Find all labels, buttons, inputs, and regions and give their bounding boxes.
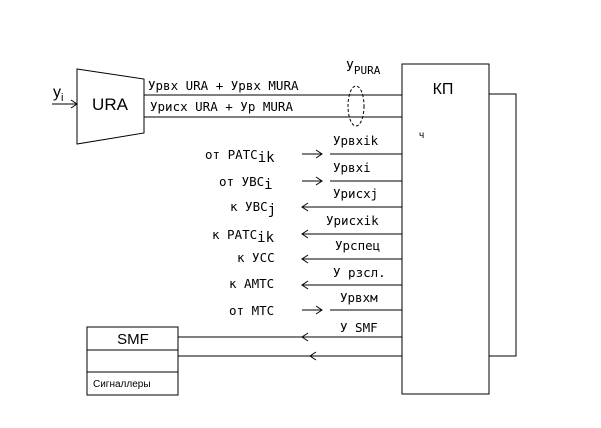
smf-link-top-arrowhead <box>301 332 309 342</box>
kp-block <box>401 63 490 395</box>
signal-row-0: от РАТСik Урвхik <box>205 133 402 166</box>
signal-arrowhead-in <box>315 149 323 159</box>
signal-source: к УВСj <box>230 199 276 218</box>
kp-loop-line <box>489 93 517 357</box>
signal-row-5: к АМТС У рзсл. <box>229 265 402 291</box>
signal-name: У рзсл. <box>333 265 386 280</box>
smf-title: SMF <box>117 331 149 348</box>
signal-arrowhead-out <box>301 254 309 264</box>
signal-row-7: У SMF <box>340 320 378 335</box>
signal-arrowhead-out <box>301 280 309 290</box>
smf-caption: Сигналлеры <box>93 379 151 390</box>
signal-row-2: к УВСj Урисхj <box>230 186 402 218</box>
signal-arrowhead-in <box>315 305 323 315</box>
signal-row-1: от УВСi Урвхi <box>219 160 402 193</box>
bus-top-label: Урвх URA + Урвх MURA <box>148 78 299 93</box>
ypura-label: УPURA <box>346 60 381 77</box>
signal-source: к УСС <box>237 250 275 265</box>
signal-row-3: к РАТСik Урисхik <box>212 213 402 246</box>
input-label: yi <box>53 84 63 104</box>
signal-name: У SMF <box>340 320 378 335</box>
signal-source: от РАТСik <box>205 147 275 166</box>
signal-source: от МТС <box>229 303 274 318</box>
ura-block <box>76 68 145 145</box>
bus-bottom-label: Урисх URA + Ур MURA <box>150 99 293 114</box>
signal-arrowhead-out <box>301 229 309 239</box>
ura-label: URA <box>92 95 129 114</box>
signal-source: к РАТСik <box>212 227 275 246</box>
smf-block <box>86 326 179 396</box>
signal-arrowhead-out <box>301 202 309 212</box>
signal-row-6: от МТС Урвхм <box>229 290 402 318</box>
pura-ellipse <box>347 85 365 127</box>
signal-name: Урисхik <box>326 213 379 228</box>
signal-name: Урспец <box>335 238 380 253</box>
kp-mark: ч <box>419 130 424 141</box>
smf-link-bottom-arrowhead <box>309 351 317 361</box>
signal-row-4: к УСС Урспец <box>237 238 402 265</box>
signal-source: от УВСi <box>219 174 273 193</box>
signal-source: к АМТС <box>229 276 274 291</box>
kp-label: КП <box>433 81 454 98</box>
signal-name: Урвхi <box>333 160 371 175</box>
signal-name: Урвхik <box>333 133 379 148</box>
signal-arrowhead-in <box>315 176 323 186</box>
signal-name: Урисхj <box>333 186 378 201</box>
signal-name: Урвхм <box>340 290 378 305</box>
